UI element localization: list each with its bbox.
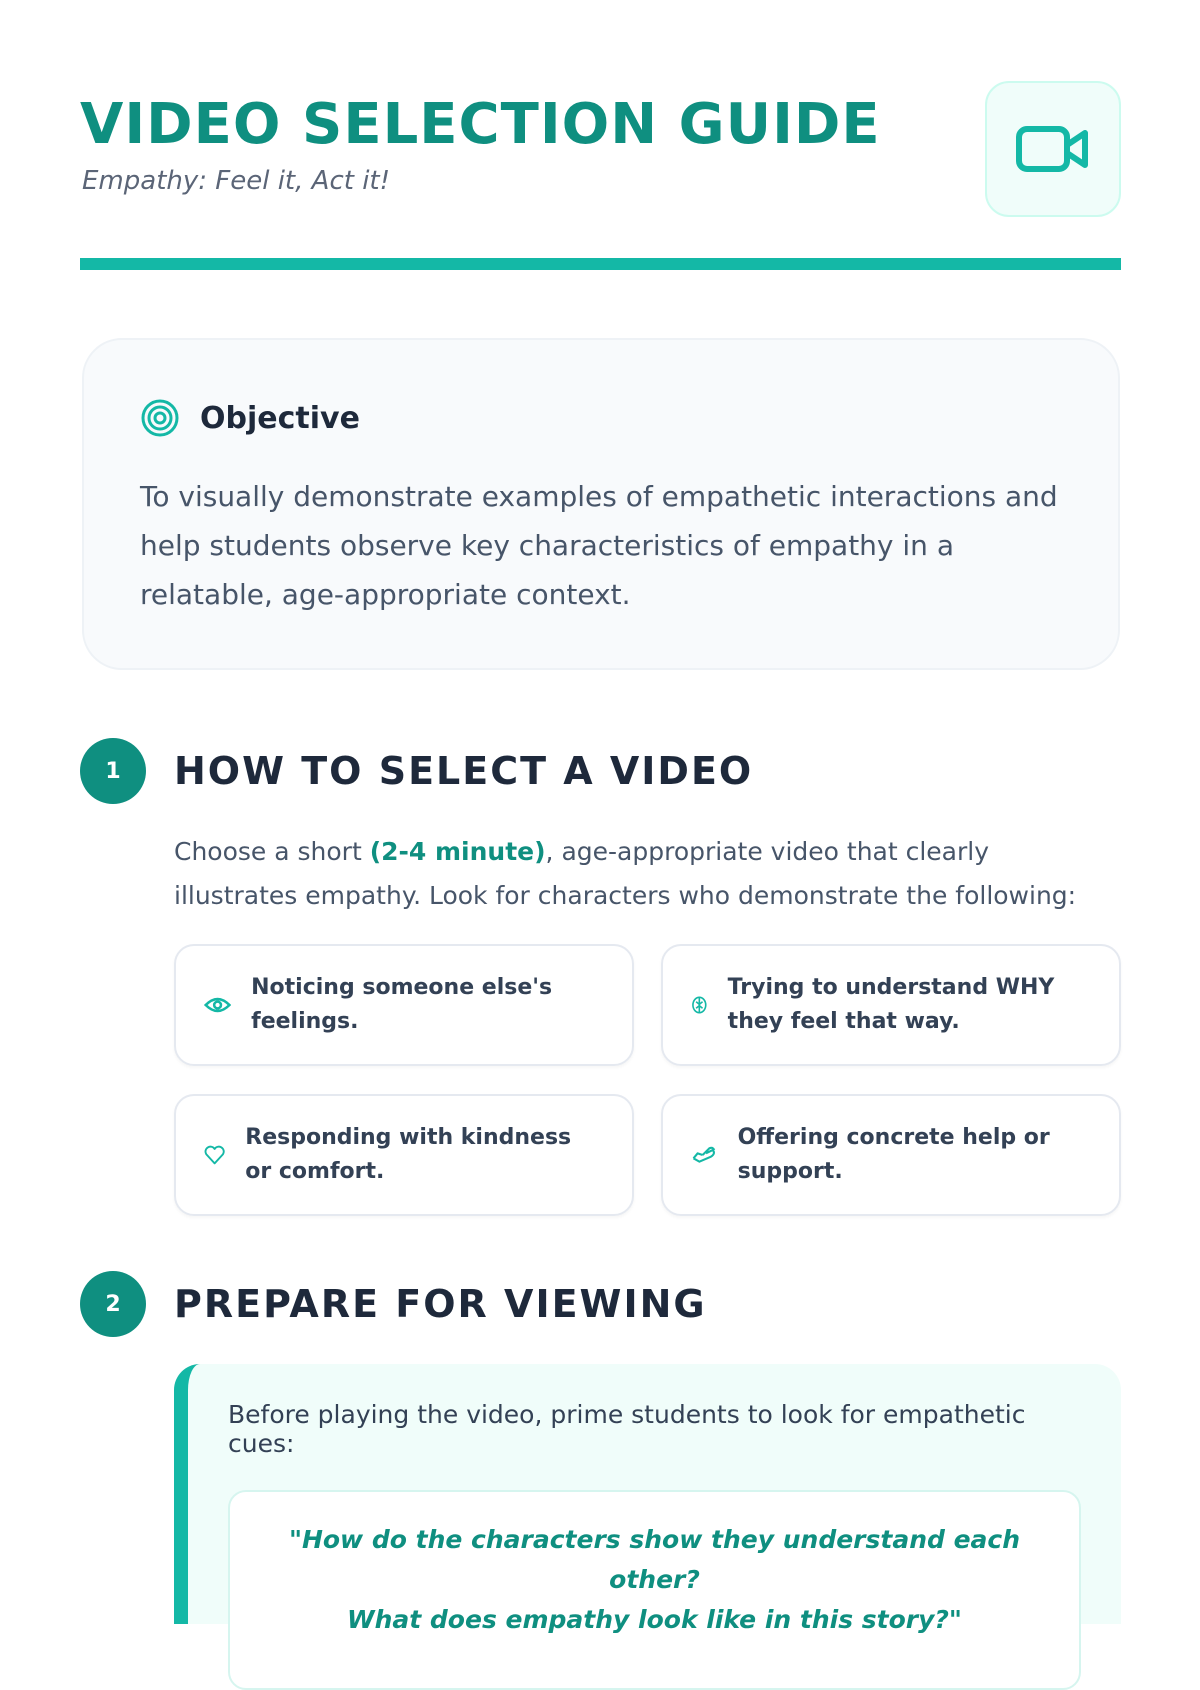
video-icon-box: [985, 81, 1121, 217]
section-heading: PREPARE FOR VIEWING: [174, 1282, 707, 1326]
brain-icon: [692, 996, 707, 1014]
heart-icon: [204, 1145, 225, 1165]
section-1-intro: Choose a short (2-4 minute), age-appropr…: [174, 830, 1094, 918]
target-icon: [141, 399, 179, 437]
criteria-label: Trying to understand WHY they feel that …: [727, 975, 1055, 1034]
quote-line: "How do the characters show they underst…: [288, 1525, 1021, 1594]
criteria-grid: Noticing someone else's feelings. Trying…: [174, 944, 1121, 1216]
objective-heading: Objective: [200, 400, 360, 436]
intro-text: , age-appropriate video that clearly ill…: [174, 837, 1077, 910]
criteria-label: Noticing someone else's feelings.: [251, 975, 553, 1034]
intro-text: Choose a short: [174, 837, 370, 866]
video-camera-icon: [1016, 126, 1088, 172]
criteria-card: Responding with kindness or comfort.: [174, 1094, 634, 1216]
criteria-card: Noticing someone else's feelings.: [174, 944, 634, 1066]
criteria-card: Offering concrete help or support.: [661, 1094, 1121, 1216]
criteria-label: Responding with kindness or comfort.: [245, 1125, 572, 1184]
header-divider: [80, 258, 1121, 270]
step-number-badge: 1: [80, 738, 146, 804]
objective-text: To visually demonstrate examples of empa…: [140, 480, 1058, 611]
section-2-header: 2 PREPARE FOR VIEWING: [80, 1271, 707, 1337]
objective-card: Objective To visually demonstrate exampl…: [82, 338, 1120, 670]
page-title: VIDEO SELECTION GUIDE: [80, 92, 881, 157]
criteria-label: Offering concrete help or support.: [737, 1125, 1050, 1184]
step-number-badge: 2: [80, 1271, 146, 1337]
criteria-card: Trying to understand WHY they feel that …: [661, 944, 1121, 1066]
page-subtitle: Empathy: Feel it, Act it!: [82, 166, 391, 196]
prepare-intro: Before playing the video, prime students…: [228, 1400, 1026, 1458]
helping-hand-icon: [692, 1146, 716, 1163]
duration-highlight: (2-4 minute): [369, 837, 546, 866]
prepare-callout: Before playing the video, prime students…: [174, 1364, 1121, 1690]
eye-icon: [204, 997, 232, 1013]
prompt-quote: "How do the characters show they underst…: [228, 1490, 1081, 1690]
quote-line: What does empathy look like in this stor…: [347, 1605, 962, 1634]
section-heading: HOW TO SELECT A VIDEO: [174, 749, 754, 793]
section-1-header: 1 HOW TO SELECT A VIDEO: [80, 738, 753, 804]
